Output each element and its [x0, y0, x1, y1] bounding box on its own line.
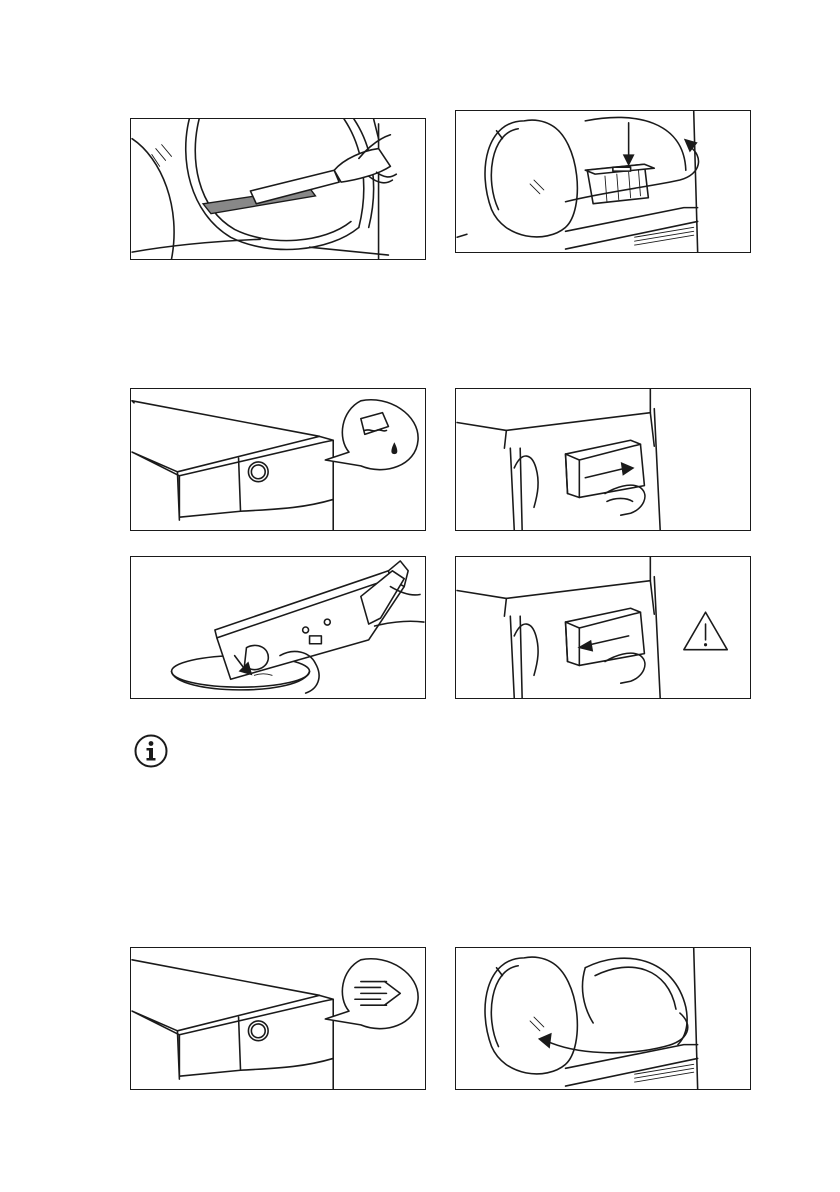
figure-pull-container	[455, 388, 751, 531]
figure-empty-container	[130, 556, 426, 699]
empty-container-icon	[131, 557, 425, 698]
push-in-container-icon	[456, 557, 750, 698]
pull-out-container-icon	[456, 389, 750, 530]
figure-water-container-indicator	[130, 388, 426, 531]
figure-condenser-indicator	[130, 947, 426, 1090]
water-container-full-icon	[131, 389, 425, 530]
warning-triangle-icon	[684, 612, 727, 649]
filter-insert-rotate-icon	[456, 111, 750, 252]
figure-clean-filter	[130, 118, 426, 260]
brush-cleaning-filter-icon	[131, 119, 425, 259]
figure-insert-filter	[455, 110, 751, 253]
close-door-icon	[456, 948, 750, 1089]
info-icon	[134, 734, 168, 768]
figure-close-door	[455, 947, 751, 1090]
condenser-indicator-icon	[131, 948, 425, 1089]
figure-push-container	[455, 556, 751, 699]
